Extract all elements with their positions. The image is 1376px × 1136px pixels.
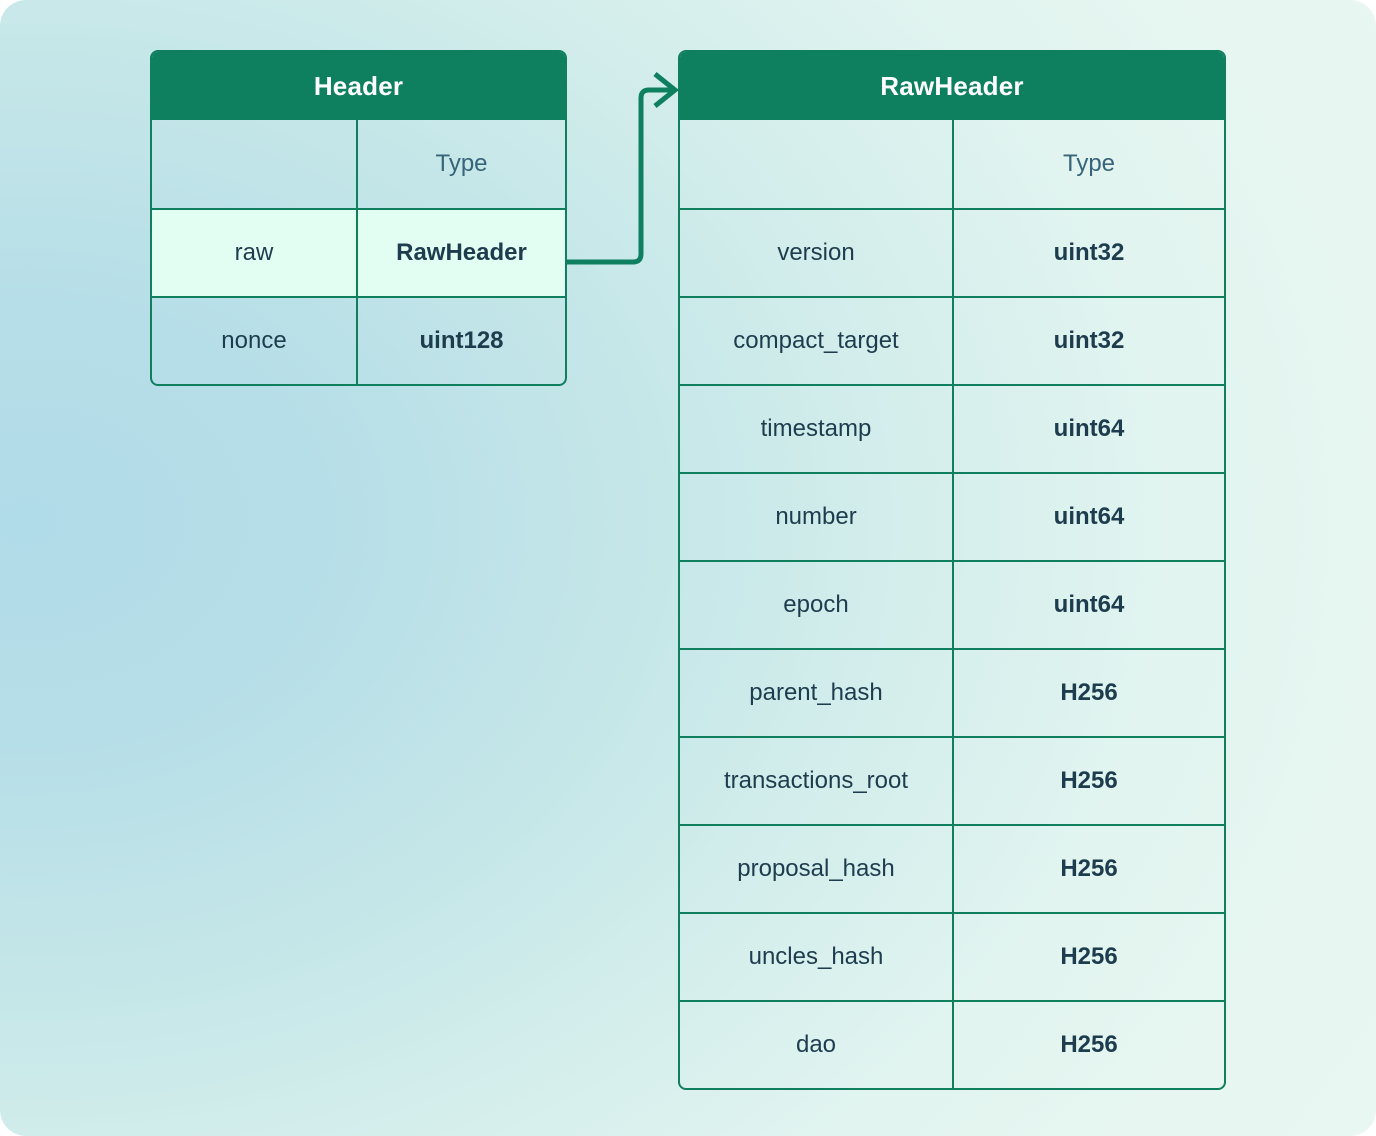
field-name: parent_hash — [749, 679, 883, 706]
column-header-row: Type — [680, 120, 1224, 208]
field-name: epoch — [783, 591, 849, 618]
field-type: uint64 — [952, 562, 1224, 648]
field-type: H256 — [952, 914, 1224, 1000]
table-row[interactable]: number uint64 — [680, 472, 1224, 560]
field-name: version — [777, 239, 855, 266]
column-header-row: Type — [152, 120, 565, 208]
table-row[interactable]: timestamp uint64 — [680, 384, 1224, 472]
table-row[interactable]: epoch uint64 — [680, 560, 1224, 648]
connector-line — [567, 87, 672, 265]
entity-title-rawheader: RawHeader — [680, 52, 1224, 120]
field-type: H256 — [952, 1002, 1224, 1088]
field-type: H256 — [952, 738, 1224, 824]
connector-arrowhead-icon — [653, 72, 680, 108]
table-row[interactable]: uncles_hash H256 — [680, 912, 1224, 1000]
field-type: uint32 — [952, 298, 1224, 384]
table-row[interactable]: raw RawHeader — [152, 208, 565, 296]
table-row[interactable]: parent_hash H256 — [680, 648, 1224, 736]
field-name: transactions_root — [723, 767, 909, 794]
table-row[interactable]: compact_target uint32 — [680, 296, 1224, 384]
field-type: uint32 — [952, 210, 1224, 296]
field-type: uint64 — [952, 386, 1224, 472]
field-name: timestamp — [760, 415, 872, 442]
table-row[interactable]: dao H256 — [680, 1000, 1224, 1088]
table-row[interactable]: nonce uint128 — [152, 296, 565, 384]
field-name: nonce — [221, 327, 287, 354]
field-name: dao — [795, 1031, 837, 1058]
entity-table-header[interactable]: Header Type raw RawHeader nonce uint128 — [150, 50, 567, 386]
field-name: number — [775, 503, 857, 530]
field-name: uncles_hash — [748, 943, 884, 970]
column-header-type: Type — [356, 120, 565, 208]
table-row[interactable]: version uint32 — [680, 208, 1224, 296]
field-type: H256 — [952, 826, 1224, 912]
column-header-type: Type — [952, 120, 1224, 208]
entity-table-rawheader[interactable]: RawHeader Type version uint32 compact_ta… — [678, 50, 1226, 1090]
column-header-name — [152, 120, 356, 208]
field-type: uint64 — [952, 474, 1224, 560]
field-name: proposal_hash — [737, 855, 895, 882]
column-header-name — [680, 120, 952, 208]
table-row[interactable]: proposal_hash H256 — [680, 824, 1224, 912]
field-name: compact_target — [733, 327, 899, 354]
field-name: raw — [234, 239, 274, 266]
table-row[interactable]: transactions_root H256 — [680, 736, 1224, 824]
field-type: uint128 — [356, 298, 565, 384]
entity-title-header: Header — [152, 52, 565, 120]
field-type: H256 — [952, 650, 1224, 736]
field-type: RawHeader — [356, 210, 565, 296]
